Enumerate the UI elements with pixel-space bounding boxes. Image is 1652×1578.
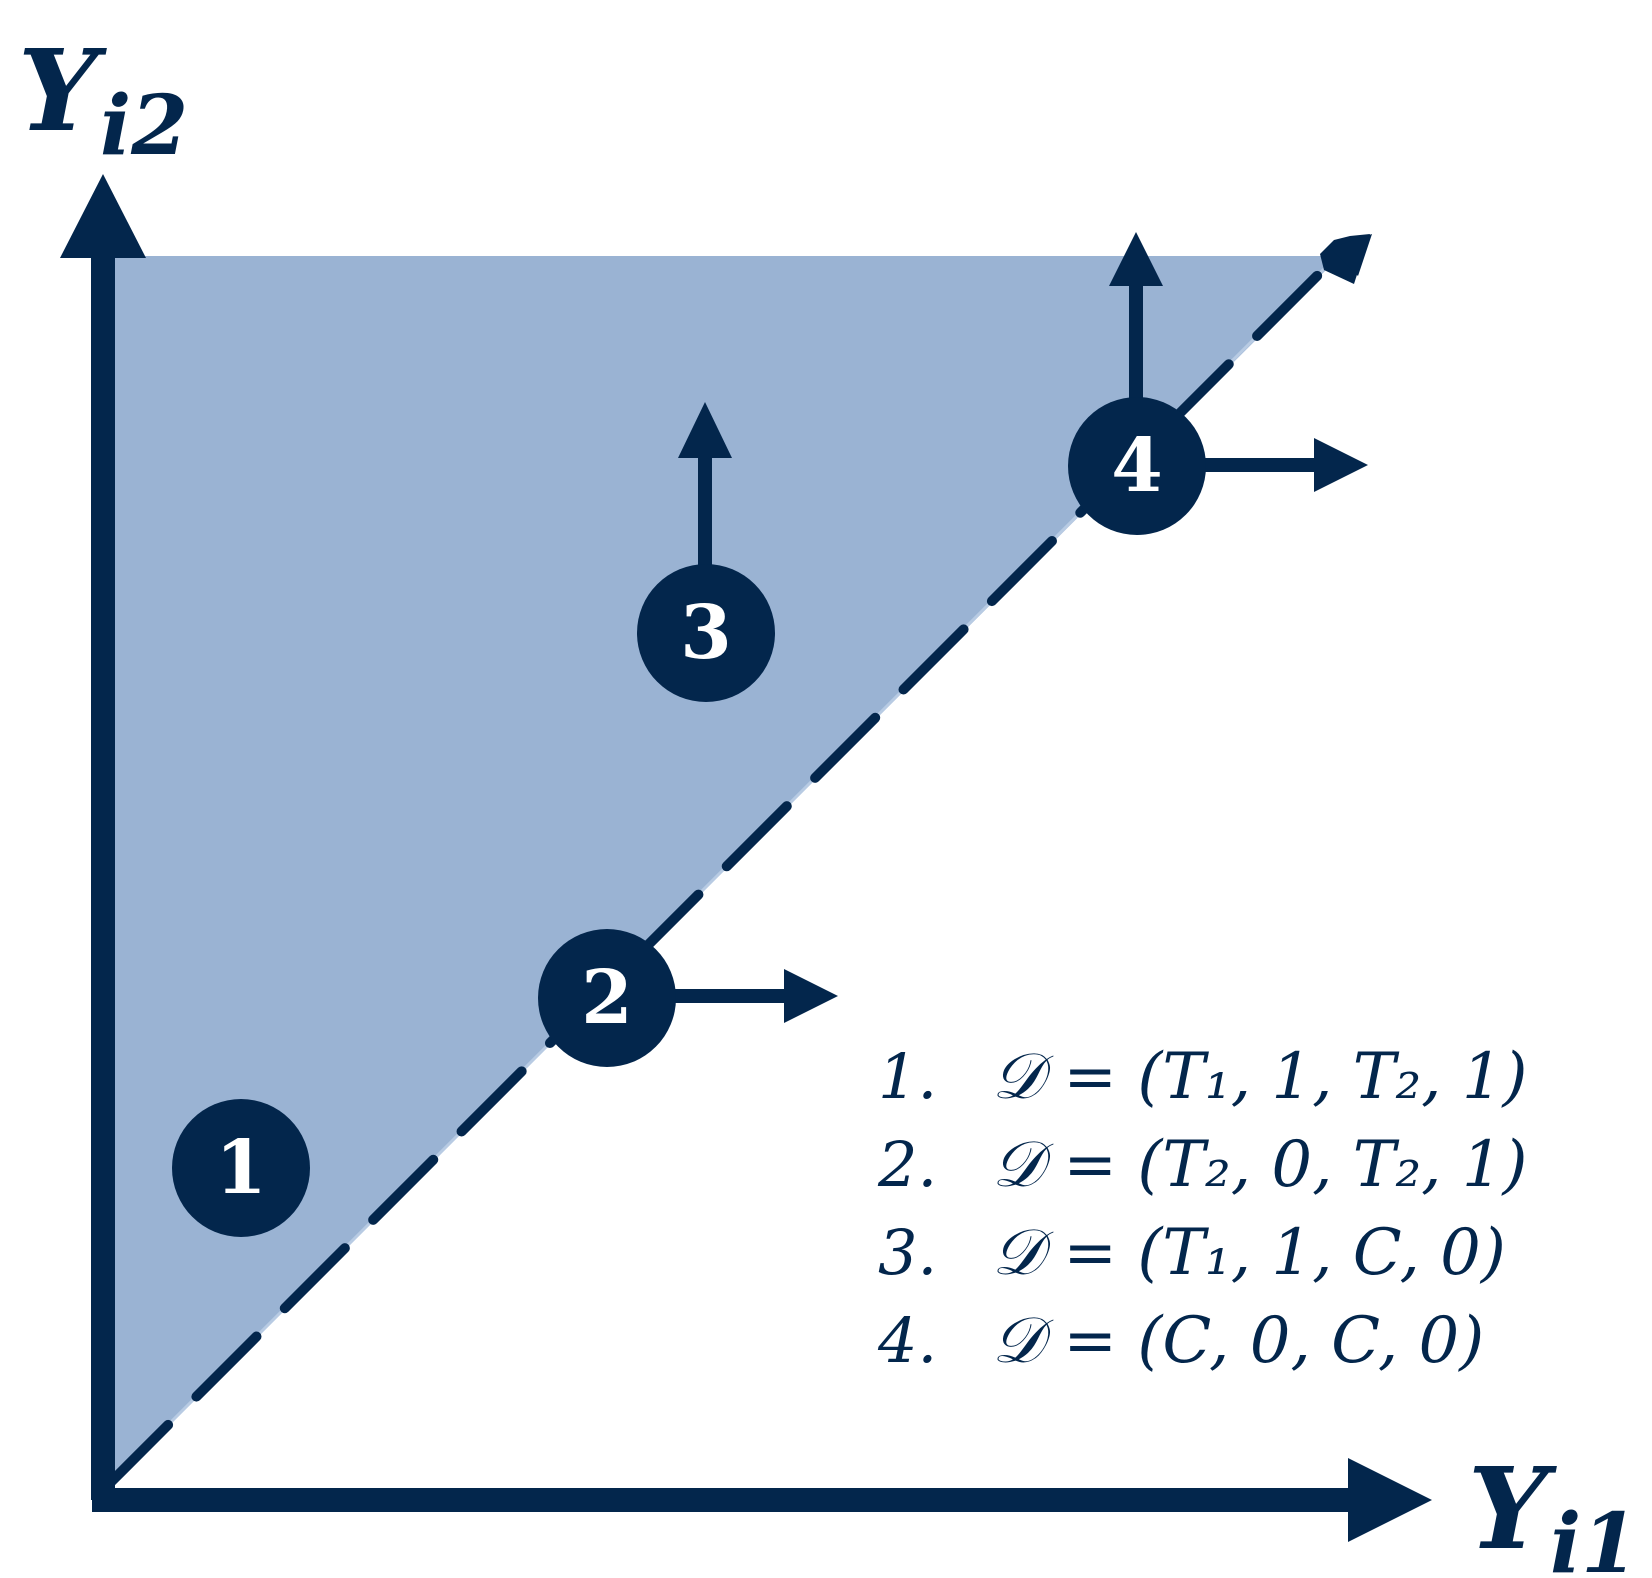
diagonal-arrowhead-tip	[1330, 234, 1372, 276]
node-4-right-arrowhead	[1314, 438, 1368, 492]
node-1: 1	[172, 1099, 310, 1237]
y-axis-label: Y	[18, 26, 107, 157]
node-2-right-arrowhead	[784, 969, 838, 1023]
y-axis-arrowhead	[60, 174, 146, 258]
node-4-up-arrowhead	[1109, 232, 1163, 286]
legend-item-2-number: 2.	[877, 1128, 937, 1201]
node-3: 3	[637, 564, 775, 702]
node-4: 4	[1068, 397, 1206, 535]
legend-item-4-number: 4.	[877, 1304, 937, 1377]
legend-item-1-number: 1.	[878, 1040, 937, 1113]
node-2: 2	[538, 929, 676, 1067]
legend: 1. 𝒟 = (T₁, 1, T₂, 1) 2. 𝒟 = (T₂, 0, T₂,…	[877, 1040, 1528, 1378]
y-axis-subscript: i2	[100, 78, 188, 174]
legend-item-2-formula: 𝒟 = (T₂, 0, T₂, 1)	[992, 1128, 1528, 1202]
x-axis-subscript: i1	[1550, 1496, 1638, 1578]
legend-item-3-number: 3.	[878, 1216, 937, 1289]
node-2-label: 2	[581, 955, 633, 1041]
legend-item-1-formula: 𝒟 = (T₁, 1, T₂, 1)	[992, 1040, 1528, 1114]
legend-item-4-formula: 𝒟 = (C, 0, C, 0)	[992, 1304, 1484, 1378]
node-1-label: 1	[215, 1125, 267, 1211]
node-3-up-arrowhead	[678, 402, 732, 458]
node-4-label: 4	[1111, 423, 1163, 509]
node-3-label: 3	[680, 590, 732, 676]
x-axis-arrowhead	[1348, 1458, 1432, 1542]
x-axis-label: Y	[1468, 1444, 1557, 1575]
legend-item-3-formula: 𝒟 = (T₁, 1, C, 0)	[992, 1216, 1506, 1290]
